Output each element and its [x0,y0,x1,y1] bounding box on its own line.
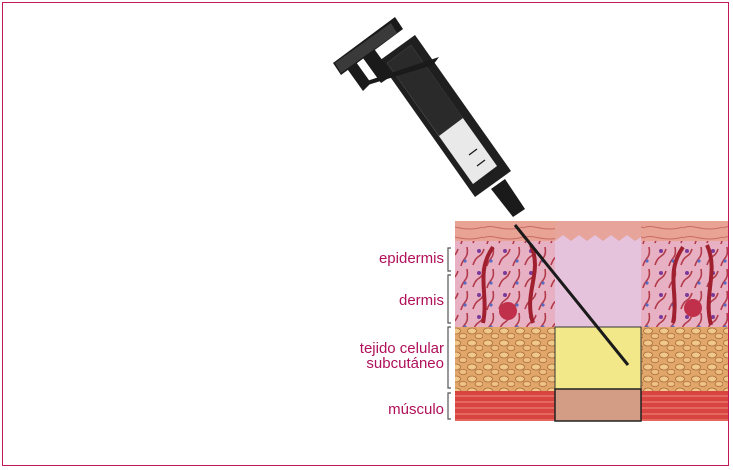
muscle-layer-left [455,391,555,421]
subcutaneous-layer-left [455,327,555,391]
diagram-frame: epidermis dermis tejido celular subcután… [2,2,729,466]
label-epidermis: epidermis [343,251,444,266]
subcutaneous-cutaway [555,327,641,389]
epidermis-layer-left [455,221,555,241]
label-muscle: músculo [343,402,444,417]
subcutaneous-layer-right [641,327,729,391]
layer-brackets [448,248,451,419]
epidermis-layer-right [641,221,729,241]
label-dermis: dermis [343,293,444,308]
muscle-layer-right [641,391,729,421]
dermis-cutaway [555,235,641,327]
label-subcutaneous-line1: tejido celular [303,341,444,356]
label-subcutaneous-line2: subcutáneo [303,356,444,371]
muscle-cutaway [555,389,641,421]
skin-injection-illustration [3,3,729,466]
dermis-layer-right [641,241,729,327]
